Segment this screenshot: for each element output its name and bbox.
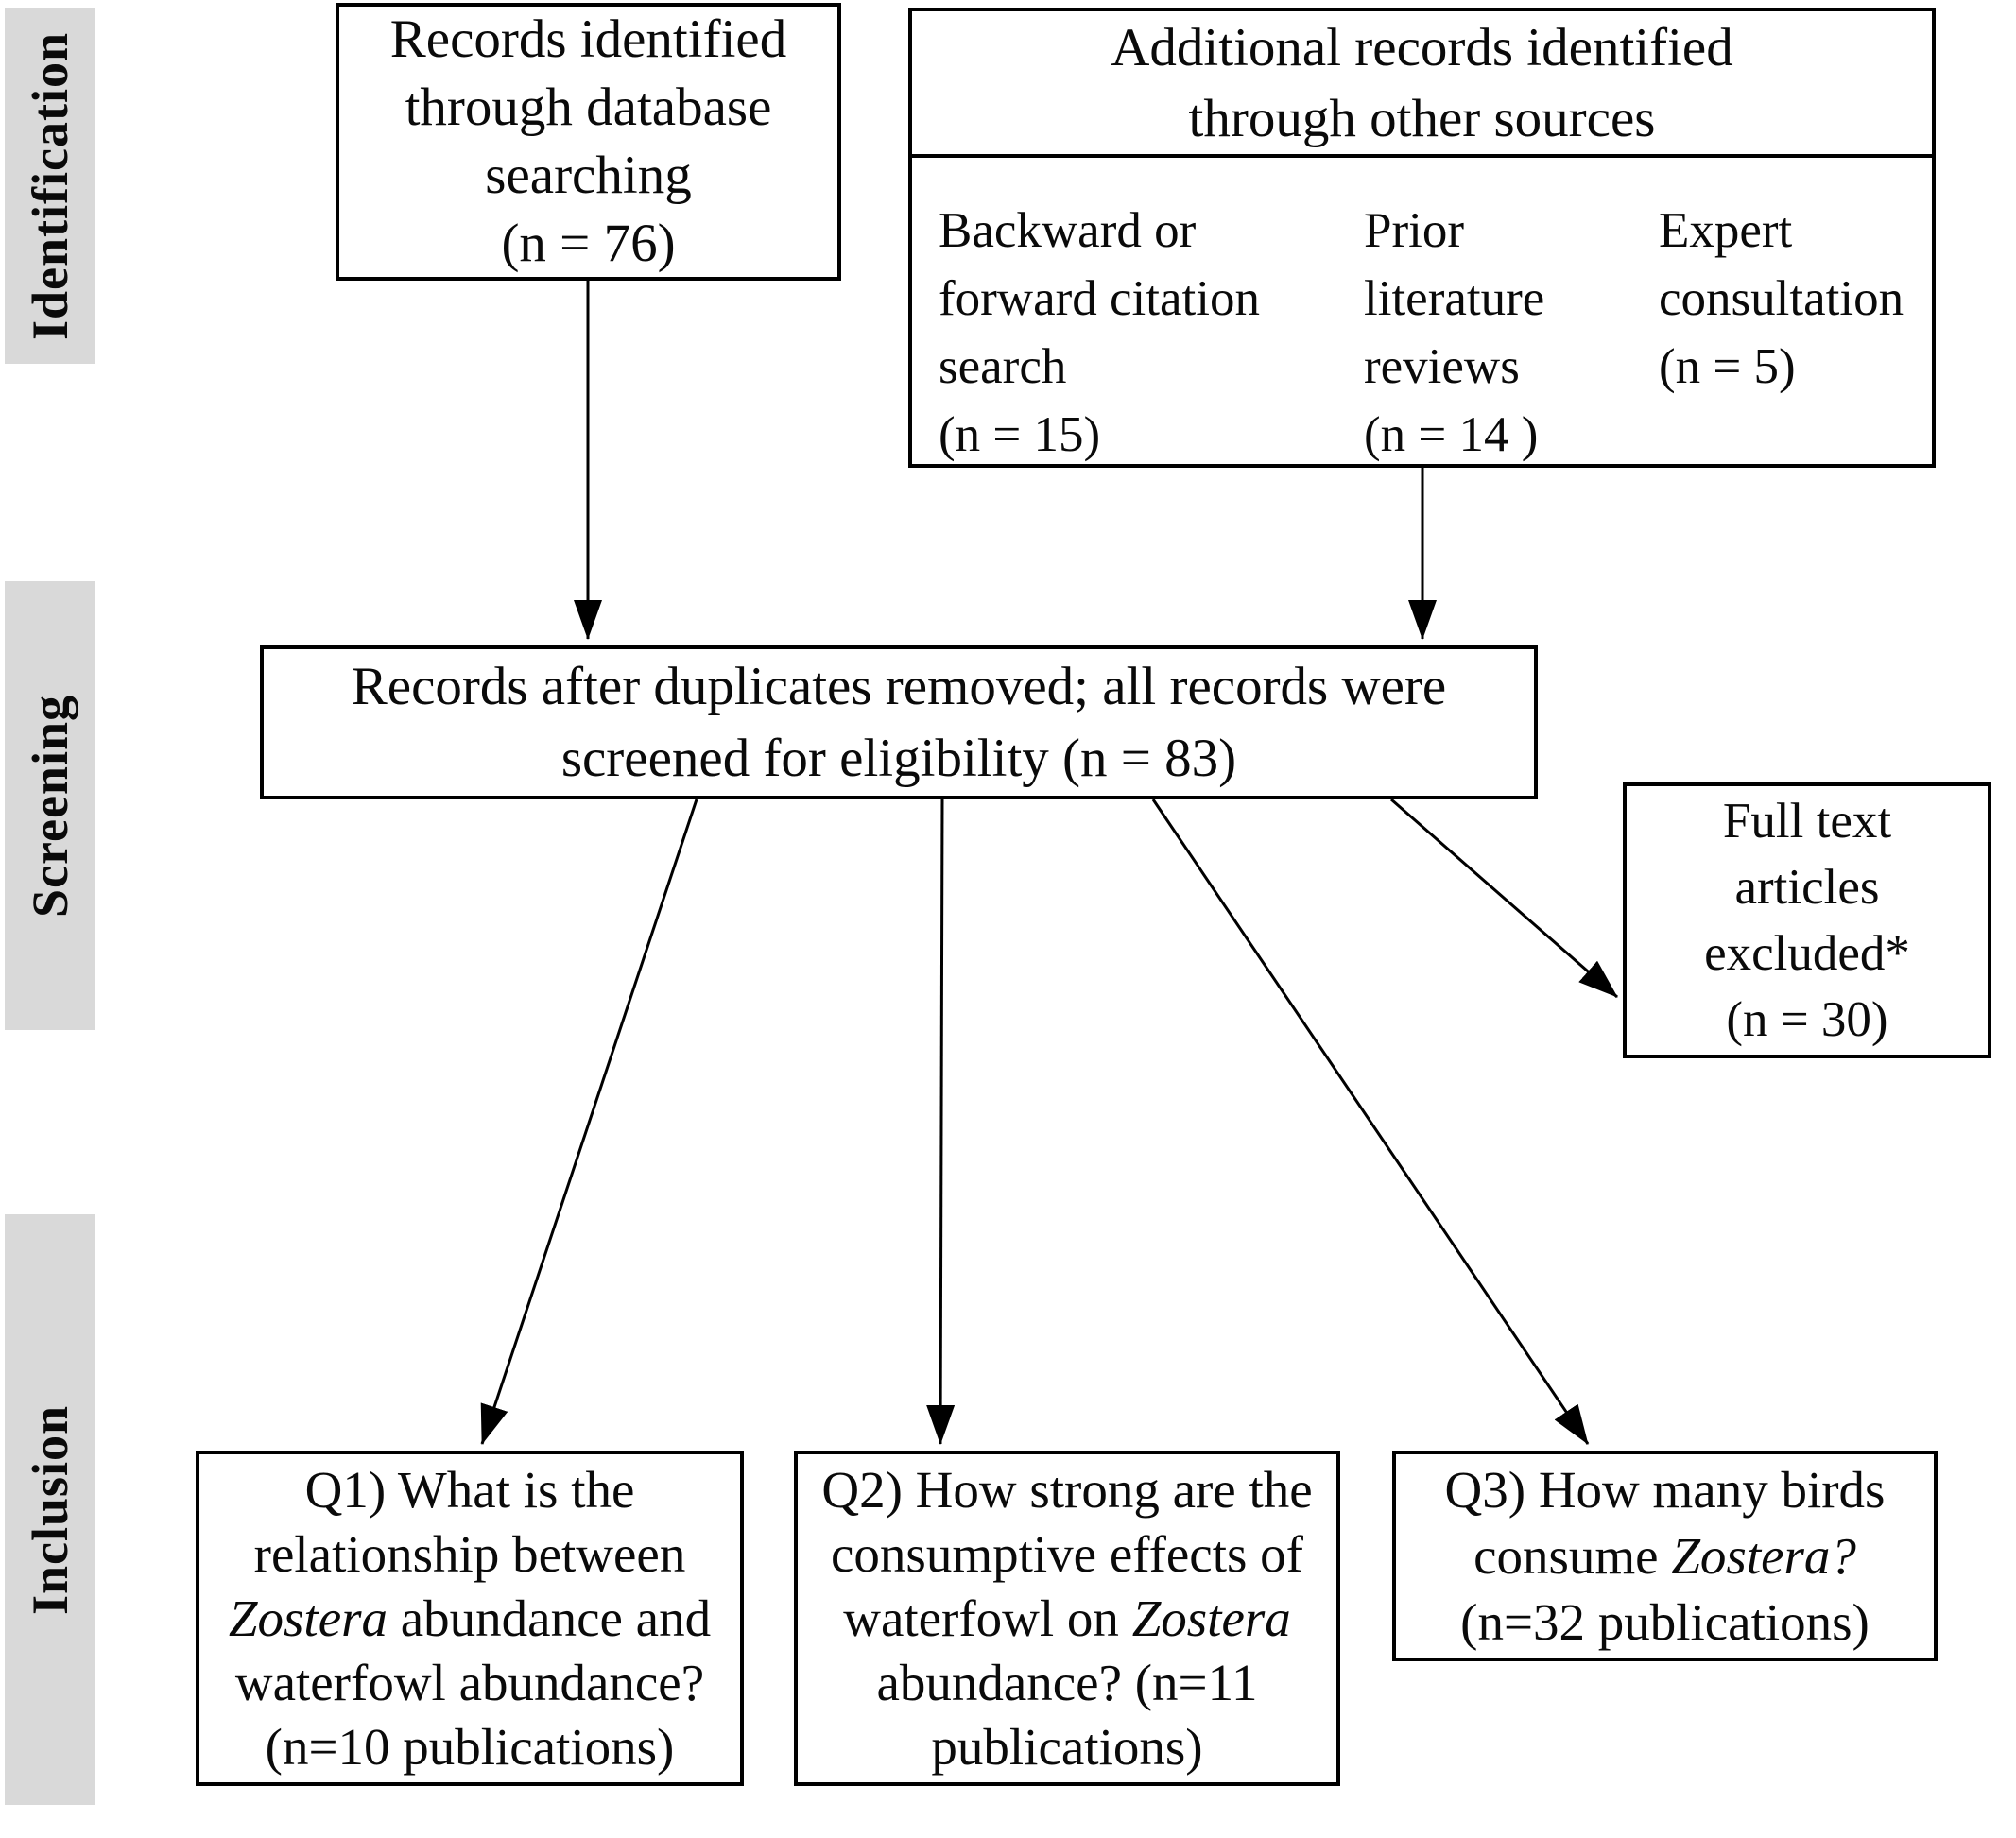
arrow-dedup-to-q3	[1151, 799, 1590, 1445]
text-line: Records after duplicates removed; all re…	[351, 656, 1447, 716]
text-line: Zostera abundance and	[228, 1589, 712, 1647]
text-line: Q2) How strong are the	[821, 1460, 1313, 1519]
text-line: (n = 5)	[1659, 339, 1796, 394]
text-line: relationship between	[253, 1524, 686, 1583]
text-line: literature	[1364, 271, 1545, 326]
text-line: excluded*	[1704, 926, 1910, 981]
arrow-dedup-to-q2	[926, 799, 956, 1445]
stage-label-screening: Screening	[21, 694, 78, 918]
text-line: consumptive effects of	[831, 1524, 1303, 1583]
text-line: articles	[1734, 860, 1880, 915]
text-line: search	[939, 339, 1067, 394]
text-line: Full text	[1722, 794, 1892, 849]
text-line: (n = 14 )	[1364, 407, 1539, 462]
column-citation-search: Backward or forward citation search (n = 15…	[939, 197, 1345, 469]
text-line: through database	[405, 77, 772, 137]
text-line: (n=32 publications)	[1460, 1592, 1870, 1651]
column-expert-consultation: Expert consultation (n = 5)	[1659, 197, 1928, 401]
text-line: waterfowl on Zostera	[843, 1589, 1291, 1647]
text-line: (n=10 publications)	[265, 1717, 675, 1776]
text-line: consume Zostera?	[1473, 1526, 1856, 1585]
text-line: Additional records identified	[1111, 17, 1733, 77]
other-sources-columns: Backward or forward citation search (n = 15…	[912, 197, 1932, 464]
other-sources-header: Additional records identified through oth…	[912, 11, 1932, 158]
text-line: (n = 30)	[1726, 992, 1888, 1047]
arrow-dedup-to-excluded	[1390, 798, 1618, 999]
text-line: through other sources	[1188, 88, 1656, 148]
text-line: waterfowl abundance?	[234, 1653, 705, 1711]
stage-label-identification: Identification	[21, 31, 78, 340]
text-line: screened for eligibility (n = 83)	[560, 728, 1237, 788]
text-line: Q1) What is the	[304, 1460, 635, 1519]
box-additional-records-other-sources: Additional records identified through oth…	[908, 8, 1936, 468]
text-line: forward citation	[939, 271, 1260, 326]
column-literature-reviews: Prior literature reviews (n = 14 )	[1364, 197, 1647, 469]
box-records-after-duplicates-removed: Records after duplicates removed; all re…	[260, 645, 1538, 799]
text-line: (n = 76)	[501, 214, 676, 273]
text-line: Records identified	[389, 9, 787, 69]
text-line: reviews	[1364, 339, 1520, 394]
text-line: searching	[485, 146, 692, 205]
box-records-database-searching: Records identified through database search…	[336, 3, 841, 281]
text-line: Expert	[1659, 203, 1793, 258]
stage-label-inclusion: Inclusion	[21, 1404, 78, 1615]
text-line: (n = 15)	[939, 407, 1101, 462]
box-question-3: Q3) How many birds consume Zostera? (n=32 …	[1392, 1451, 1938, 1661]
text-line: abundance? (n=11	[876, 1653, 1258, 1711]
text-line: publications)	[931, 1717, 1203, 1776]
stage-bar-identification: Identification	[5, 8, 95, 364]
stage-bar-screening: Screening	[5, 581, 95, 1030]
box-full-text-articles-excluded: Full text articles excluded* (n = 30)	[1623, 782, 1991, 1058]
text-line: Backward or	[939, 203, 1197, 258]
stage-bar-inclusion: Inclusion	[5, 1214, 95, 1805]
text-line: Q3) How many birds	[1444, 1460, 1886, 1519]
text-line: Prior	[1364, 203, 1464, 258]
text-line: consultation	[1659, 271, 1904, 326]
arrow-dedup-to-q1	[480, 799, 698, 1445]
